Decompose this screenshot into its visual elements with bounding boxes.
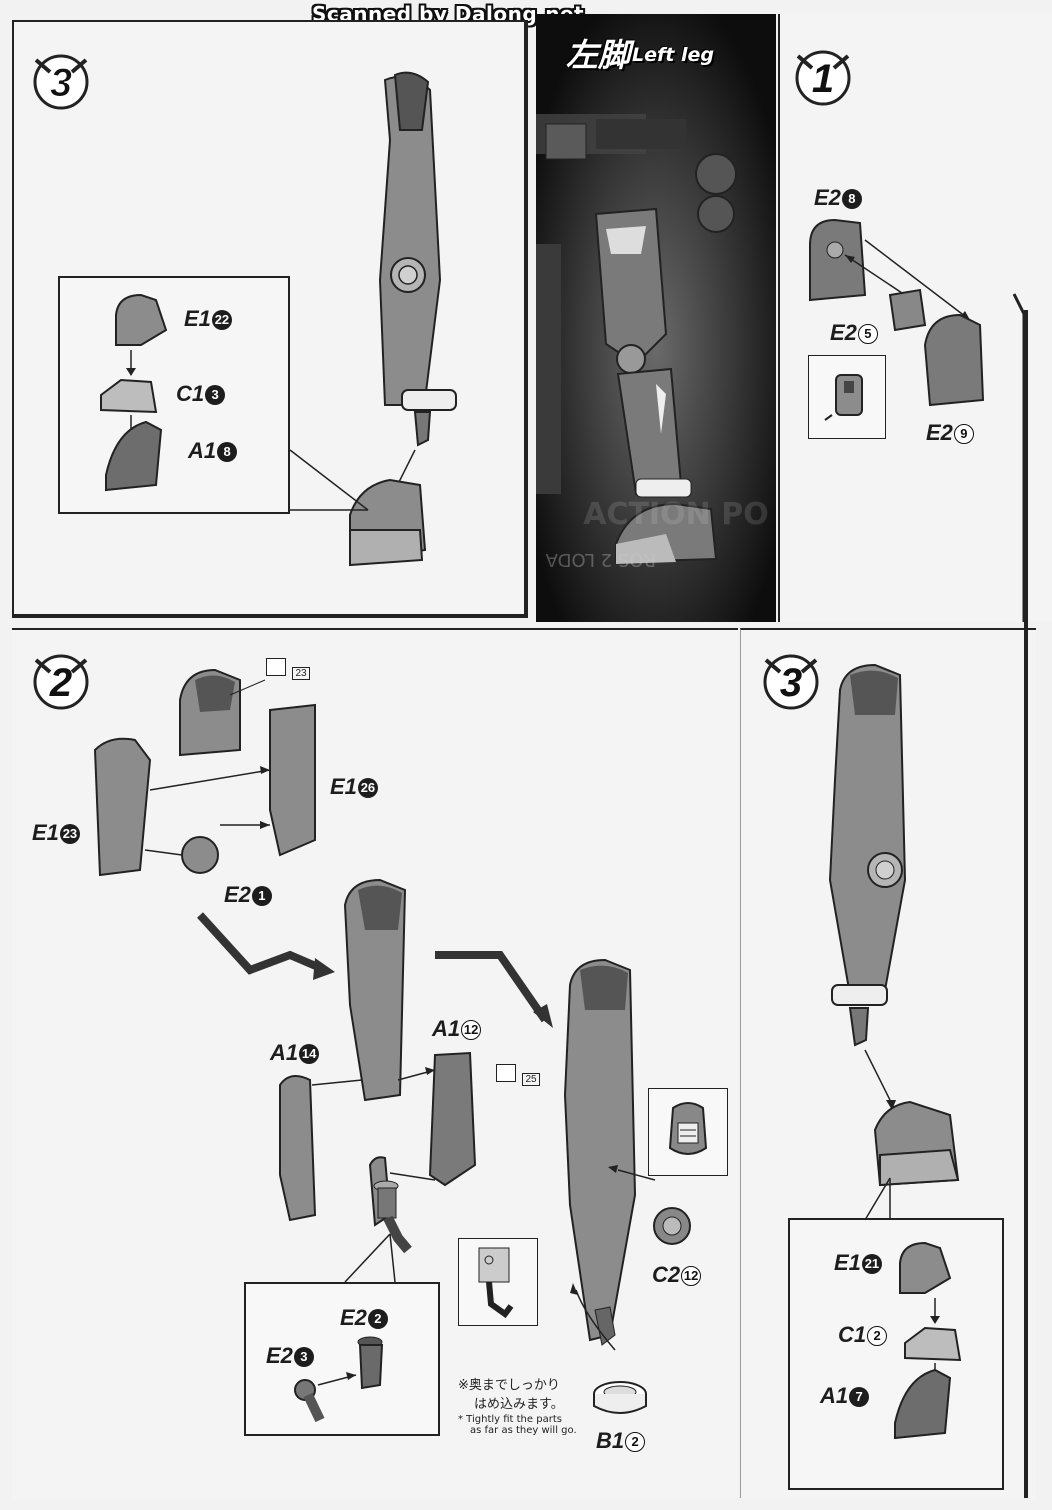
callout-line-bottom <box>864 1177 891 1221</box>
detail-part-step1 <box>824 374 863 421</box>
step-number-2: 2 <box>49 661 72 705</box>
knee-cap-part <box>653 1207 691 1245</box>
ankle-parts-box <box>244 1282 440 1436</box>
step-badge-3-top: 3 <box>33 54 89 110</box>
sticker-ref-23: 23 <box>266 658 310 681</box>
leg-assembly-step3-bottom <box>828 663 960 1187</box>
left-leg-title: 左脚 Left leg <box>560 30 760 78</box>
step-badge-2: 2 <box>33 654 89 710</box>
leg-assembly-step2 <box>563 958 656 1351</box>
leg-assembly-step3-top <box>349 71 457 567</box>
knee-parts-step1 <box>809 218 985 407</box>
callout-line-top <box>289 449 369 511</box>
foot-parts-box-top <box>58 276 290 514</box>
left-leg-title-jp: 左脚 <box>566 36 631 74</box>
flow-arrows-step2 <box>197 912 553 1028</box>
left-leg-photo: ACTION PO ROS 2 LODA <box>536 14 776 622</box>
step3-bottom-right-border <box>1024 310 1028 1498</box>
fit-note-en1: * Tightly fit the parts <box>458 1414 562 1425</box>
foot-subparts-top <box>100 293 168 492</box>
step-badge-1: 1 <box>795 50 851 106</box>
sticker-num-25: 25 <box>522 1073 540 1086</box>
bg-text-mirror: ROS 2 LODA <box>545 549 656 570</box>
foot-subparts-bottom <box>894 1241 962 1440</box>
step-number-3-bottom: 3 <box>780 661 802 705</box>
fit-note: ※奥までしっかり はめ込みます。 * Tightly fit the parts… <box>458 1374 598 1436</box>
step-number-1: 1 <box>812 57 834 101</box>
bg-text-action: ACTION PO <box>583 497 768 532</box>
fit-note-jp2: はめ込みます。 <box>474 1397 564 1412</box>
thigh-parts-step2 <box>93 668 316 877</box>
left-leg-title-en: Left leg <box>632 44 714 66</box>
joint-detail <box>478 1247 514 1319</box>
fit-note-jp1: ※奥までしっかり <box>458 1378 560 1393</box>
sticker-ref-25: 25 <box>496 1064 540 1087</box>
ankle-joint-top <box>373 1180 412 1254</box>
ankle-ring-b1 <box>593 1381 647 1414</box>
foot-parts-box-bottom <box>788 1218 1004 1490</box>
step-number-3-top: 3 <box>50 61 72 105</box>
step-badge-3-bottom: 3 <box>763 654 819 710</box>
sticker-num-23: 23 <box>292 667 310 680</box>
ankle-subparts <box>294 1336 384 1423</box>
ankle-callout <box>344 1233 396 1283</box>
fit-note-en2: as far as they will go. <box>470 1425 577 1436</box>
knee-cap-detail <box>668 1102 708 1155</box>
